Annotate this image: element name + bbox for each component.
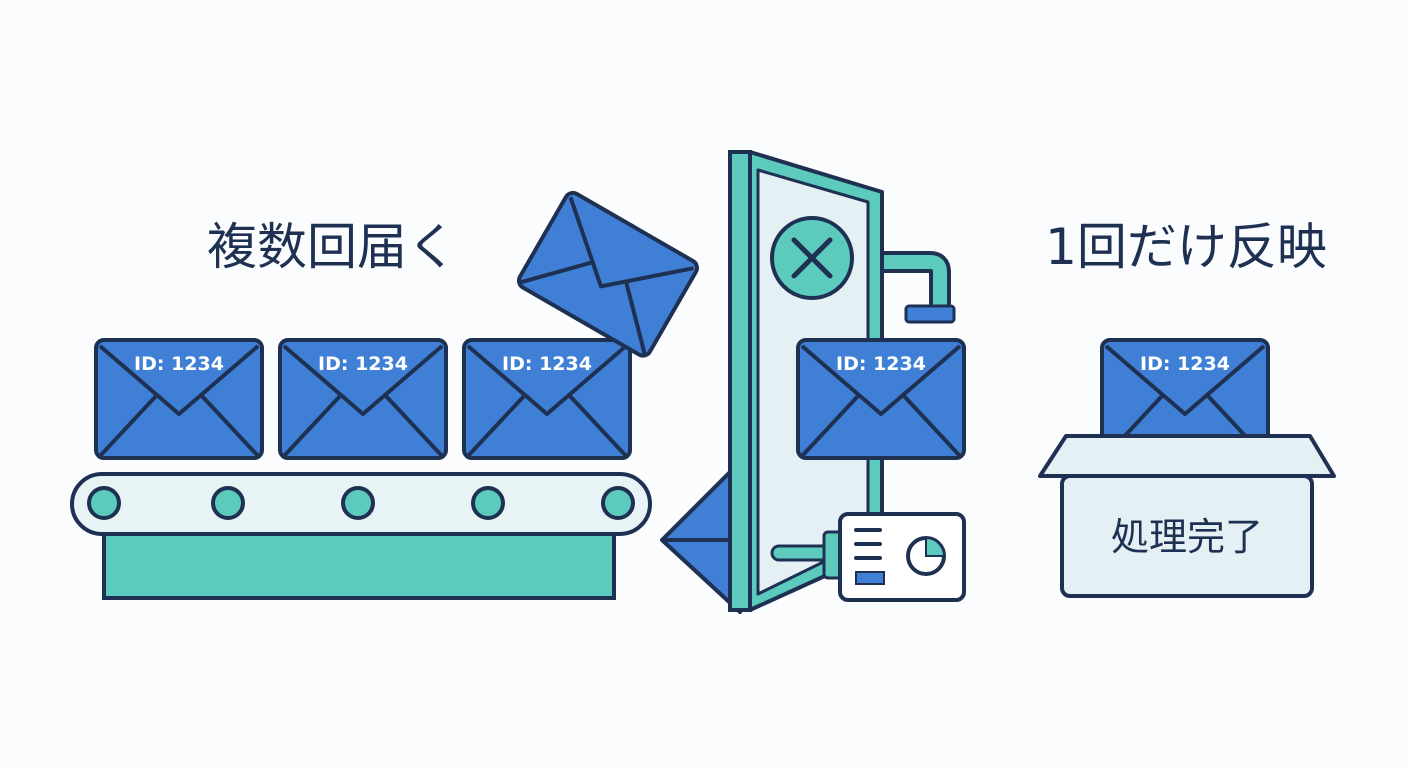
roller	[471, 486, 505, 520]
roller	[601, 486, 635, 520]
envelope-id-label: ID: 1234	[1140, 353, 1230, 375]
envelope-icon: ID: 1234	[462, 338, 632, 460]
roller	[211, 486, 245, 520]
envelope-id-label: ID: 1234	[318, 353, 408, 375]
roller	[87, 486, 121, 520]
right-title: 1回だけ反映	[1045, 218, 1327, 276]
envelope-icon: ID: 1234	[278, 338, 448, 460]
conveyor-belt	[70, 472, 652, 600]
envelope-id-label: ID: 1234	[836, 353, 926, 375]
rejected-envelope-icon	[514, 188, 702, 361]
envelope-id-label: ID: 1234	[502, 353, 592, 375]
gate-pipe	[869, 251, 956, 324]
envelope-icon: ID: 1234	[94, 338, 264, 460]
log-device-icon	[770, 512, 966, 602]
passing-envelope-icon: ID: 1234	[796, 338, 966, 460]
envelope-id-label: ID: 1234	[134, 353, 224, 375]
left-title: 複数回届く	[207, 218, 457, 276]
roller	[341, 486, 375, 520]
open-box-icon: 処理完了	[1038, 434, 1336, 598]
x-circle-icon	[770, 216, 854, 300]
processed-envelope-icon: ID: 1234	[1100, 338, 1270, 460]
box-label: 処理完了	[1111, 515, 1263, 559]
